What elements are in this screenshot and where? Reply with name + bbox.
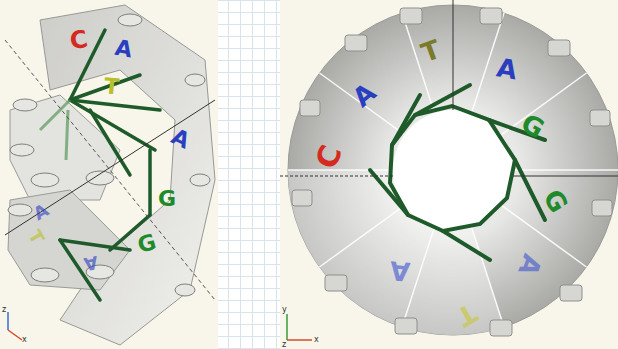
axis-label: x	[314, 336, 319, 344]
axis-label: z	[282, 341, 286, 349]
base-letter: G	[158, 188, 176, 210]
base-letter: A	[389, 257, 411, 285]
axis-label: y	[282, 306, 287, 314]
axis-label: x	[22, 336, 27, 344]
base-letter: T	[103, 75, 120, 98]
axis-label: z	[2, 306, 6, 314]
base-letter: A	[83, 253, 100, 273]
